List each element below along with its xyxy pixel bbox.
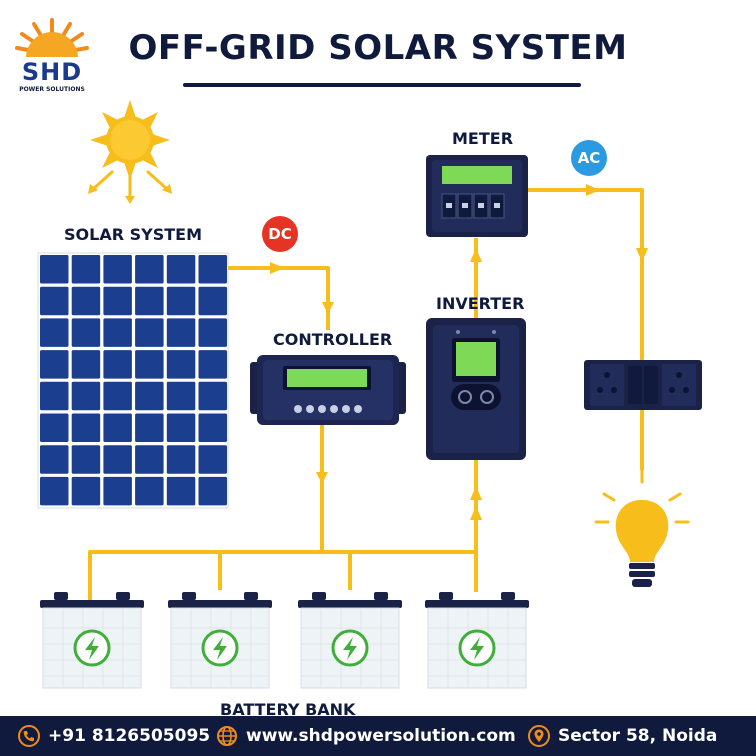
solar-cell	[198, 286, 227, 316]
solar-cell	[71, 350, 101, 379]
location-pin-icon	[528, 725, 550, 747]
solar-cell	[71, 286, 101, 316]
solar-cell	[198, 255, 227, 284]
solar-cell	[103, 350, 132, 379]
solar-cell	[135, 476, 164, 506]
bulb-icon	[594, 468, 690, 587]
solar-cell	[103, 255, 132, 284]
solar-cell	[71, 255, 101, 284]
footer-bar: +91 8126505095 www.shdpowersolution.com …	[0, 716, 756, 756]
footer-location[interactable]: Sector 58, Noida	[528, 716, 717, 756]
solar-cell	[103, 381, 132, 411]
location-text: Sector 58, Noida	[558, 726, 718, 746]
solar-cell	[40, 350, 69, 379]
solar-cell	[71, 318, 101, 347]
solar-panel	[37, 252, 229, 509]
solar-cell	[198, 350, 227, 379]
solar-cell	[103, 445, 132, 474]
solar-cell	[135, 381, 164, 411]
solar-cell	[166, 445, 196, 474]
solar-cell	[103, 413, 132, 442]
battery	[298, 592, 402, 689]
solar-cell	[166, 255, 196, 284]
solar-cell	[71, 381, 101, 411]
phone-number: +91 8126505095	[48, 726, 211, 746]
solar-cell	[40, 286, 69, 316]
logo-name: SHD	[21, 58, 83, 86]
solar-cell	[166, 476, 196, 506]
battery	[425, 592, 529, 689]
label-meter: METER	[452, 129, 514, 148]
logo-tagline: POWER SOLUTIONS	[19, 86, 85, 93]
solar-cell	[135, 413, 164, 442]
solar-cell	[71, 413, 101, 442]
battery	[168, 592, 272, 689]
logo: SHD POWER SOLUTIONS	[12, 14, 92, 94]
solar-cell	[135, 286, 164, 316]
label-solar-system: SOLAR SYSTEM	[64, 225, 202, 244]
footer-website[interactable]: www.shdpowersolution.com	[216, 716, 516, 756]
logo-sun-icon	[12, 18, 92, 62]
solar-cell	[71, 476, 101, 506]
solar-cell	[40, 413, 69, 442]
solar-cell	[40, 381, 69, 411]
label-inverter: INVERTER	[436, 294, 525, 313]
title-underline	[183, 83, 581, 87]
solar-cell	[103, 476, 132, 506]
label-battery-bank: BATTERY BANK	[220, 700, 356, 719]
dc-badge: DC	[262, 216, 298, 252]
solar-cell	[103, 318, 132, 347]
solar-cell	[166, 286, 196, 316]
solar-cell	[166, 381, 196, 411]
inverter-unit	[426, 318, 526, 460]
ac-badge: AC	[571, 140, 607, 176]
solar-cell	[198, 413, 227, 442]
solar-cell	[103, 286, 132, 316]
solar-cell	[166, 413, 196, 442]
solar-cell	[71, 445, 101, 474]
footer-phone[interactable]: +91 8126505095	[18, 716, 210, 756]
system-diagram	[37, 100, 702, 689]
solar-cell	[135, 318, 164, 347]
socket-board	[584, 360, 702, 410]
phone-icon	[18, 725, 40, 747]
solar-cell	[40, 318, 69, 347]
solar-cell	[166, 350, 196, 379]
solar-cell	[198, 318, 227, 347]
battery	[40, 592, 144, 689]
website-url: www.shdpowersolution.com	[246, 726, 516, 746]
solar-cell	[135, 255, 164, 284]
page-title: OFF-GRID SOLAR SYSTEM	[128, 28, 628, 68]
label-controller: CONTROLLER	[273, 330, 393, 349]
solar-cell	[135, 350, 164, 379]
wire-panel-controller	[228, 266, 330, 330]
solar-cell	[198, 445, 227, 474]
solar-cell	[135, 445, 164, 474]
energy-meter	[426, 155, 528, 237]
solar-cell	[40, 255, 69, 284]
solar-cell	[198, 381, 227, 411]
charge-controller	[250, 355, 406, 425]
globe-icon	[217, 726, 237, 746]
solar-cell	[40, 445, 69, 474]
solar-cell	[40, 476, 69, 506]
sun-icon	[88, 100, 172, 204]
solar-cell	[198, 476, 227, 506]
solar-cell	[166, 318, 196, 347]
